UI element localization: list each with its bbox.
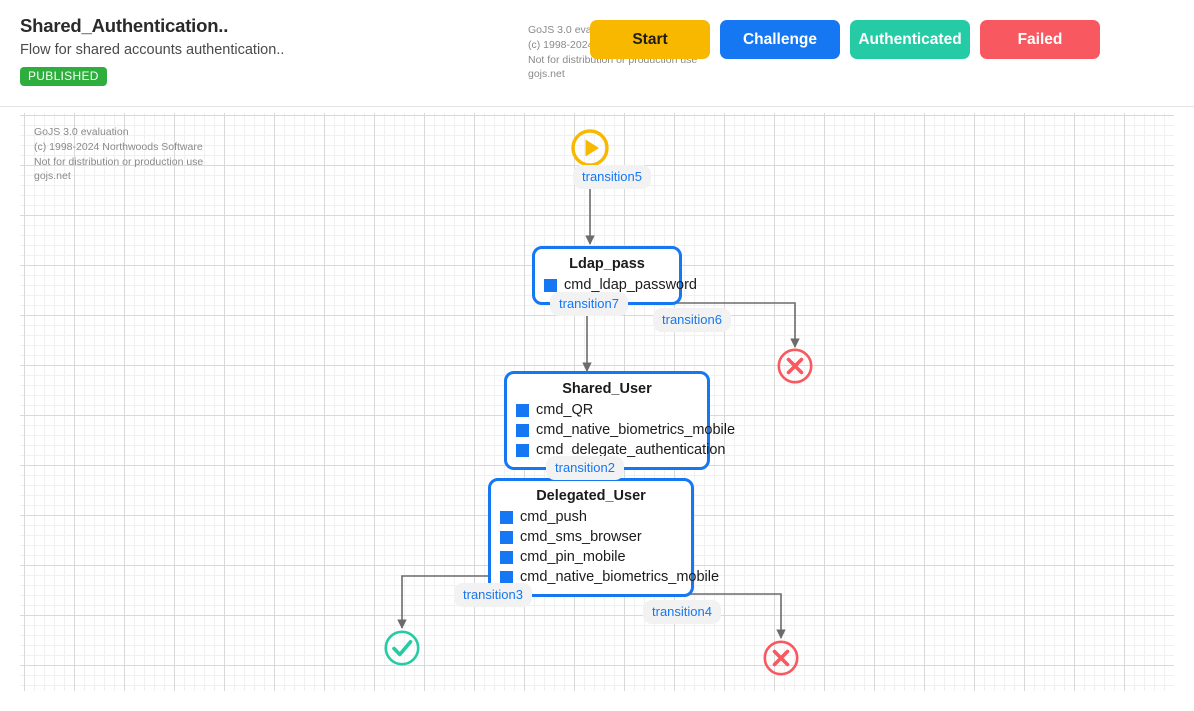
command-checkbox-icon[interactable] [500, 530, 513, 544]
node-item[interactable]: cmd_delegate_authentication [516, 440, 725, 460]
start-button[interactable]: Start [590, 20, 710, 59]
command-checkbox-icon[interactable] [500, 570, 513, 584]
command-checkbox-icon[interactable] [500, 550, 513, 564]
command-checkbox-icon[interactable] [516, 443, 529, 457]
node-title: Shared_User [562, 381, 652, 397]
command-checkbox-icon[interactable] [544, 278, 557, 292]
challenge-button[interactable]: Challenge [720, 20, 840, 59]
diagram-canvas[interactable]: GoJS 3.0 evaluation (c) 1998-2024 Northw… [20, 113, 1174, 691]
command-checkbox-icon[interactable] [516, 403, 529, 417]
transition-label-transition4[interactable]: transition4 [643, 600, 721, 624]
failure-node-icon-bottom[interactable] [762, 639, 800, 677]
node-item[interactable]: cmd_sms_browser [500, 527, 682, 547]
node-item[interactable]: cmd_QR [516, 400, 698, 420]
node-item[interactable]: cmd_native_biometrics_mobile [500, 567, 719, 587]
node-item[interactable]: cmd_ldap_password [544, 275, 697, 295]
node-title: Delegated_User [536, 488, 646, 504]
node-item-label: cmd_native_biometrics_mobile [536, 422, 736, 438]
node-title: Ldap_pass [569, 256, 645, 272]
transition-label-transition7[interactable]: transition7 [550, 292, 628, 316]
node-item-label: cmd_QR [536, 402, 594, 418]
node-item-label: cmd_delegate_authentication [536, 442, 726, 458]
node-item-label: cmd_pin_mobile [520, 549, 626, 565]
transition-label-transition6[interactable]: transition6 [653, 308, 731, 332]
start-node-icon[interactable] [570, 128, 610, 168]
diagram-layer: Ldap_pass cmd_ldap_password Shared_User … [20, 113, 1174, 691]
status-badge: PUBLISHED [20, 67, 107, 86]
node-shared-user[interactable]: Shared_User cmd_QR cmd_native_biometrics… [504, 371, 735, 470]
node-item-label: cmd_push [520, 509, 587, 525]
canvas-bottom-toolbar[interactable]: ✚ ― [0, 692, 1194, 711]
command-checkbox-icon[interactable] [500, 510, 513, 524]
transition-label-transition5[interactable]: transition5 [573, 165, 651, 189]
node-item-label: cmd_ldap_password [564, 277, 697, 293]
authenticated-button[interactable]: Authenticated [850, 20, 970, 59]
page-title: Shared_Authentication.. [20, 15, 229, 36]
page-subtitle: Flow for shared accounts authentication.… [20, 42, 285, 58]
failed-button[interactable]: Failed [980, 20, 1100, 59]
success-node-icon[interactable] [383, 629, 421, 667]
node-delegated-user[interactable]: Delegated_User cmd_push cmd_sms_browser … [488, 478, 719, 597]
command-checkbox-icon[interactable] [516, 423, 529, 437]
failure-node-icon-top[interactable] [776, 347, 814, 385]
transition-label-transition3[interactable]: transition3 [454, 583, 532, 607]
node-item[interactable]: cmd_native_biometrics_mobile [516, 420, 735, 440]
node-item[interactable]: cmd_pin_mobile [500, 547, 682, 567]
transition-label-transition2[interactable]: transition2 [546, 456, 624, 480]
node-item[interactable]: cmd_push [500, 507, 682, 527]
flow-meta: Shared_Authentication.. Flow for shared … [20, 14, 284, 86]
node-item-label: cmd_native_biometrics_mobile [520, 569, 720, 585]
page-header: Shared_Authentication.. Flow for shared … [0, 0, 1194, 107]
node-item-label: cmd_sms_browser [520, 529, 642, 545]
